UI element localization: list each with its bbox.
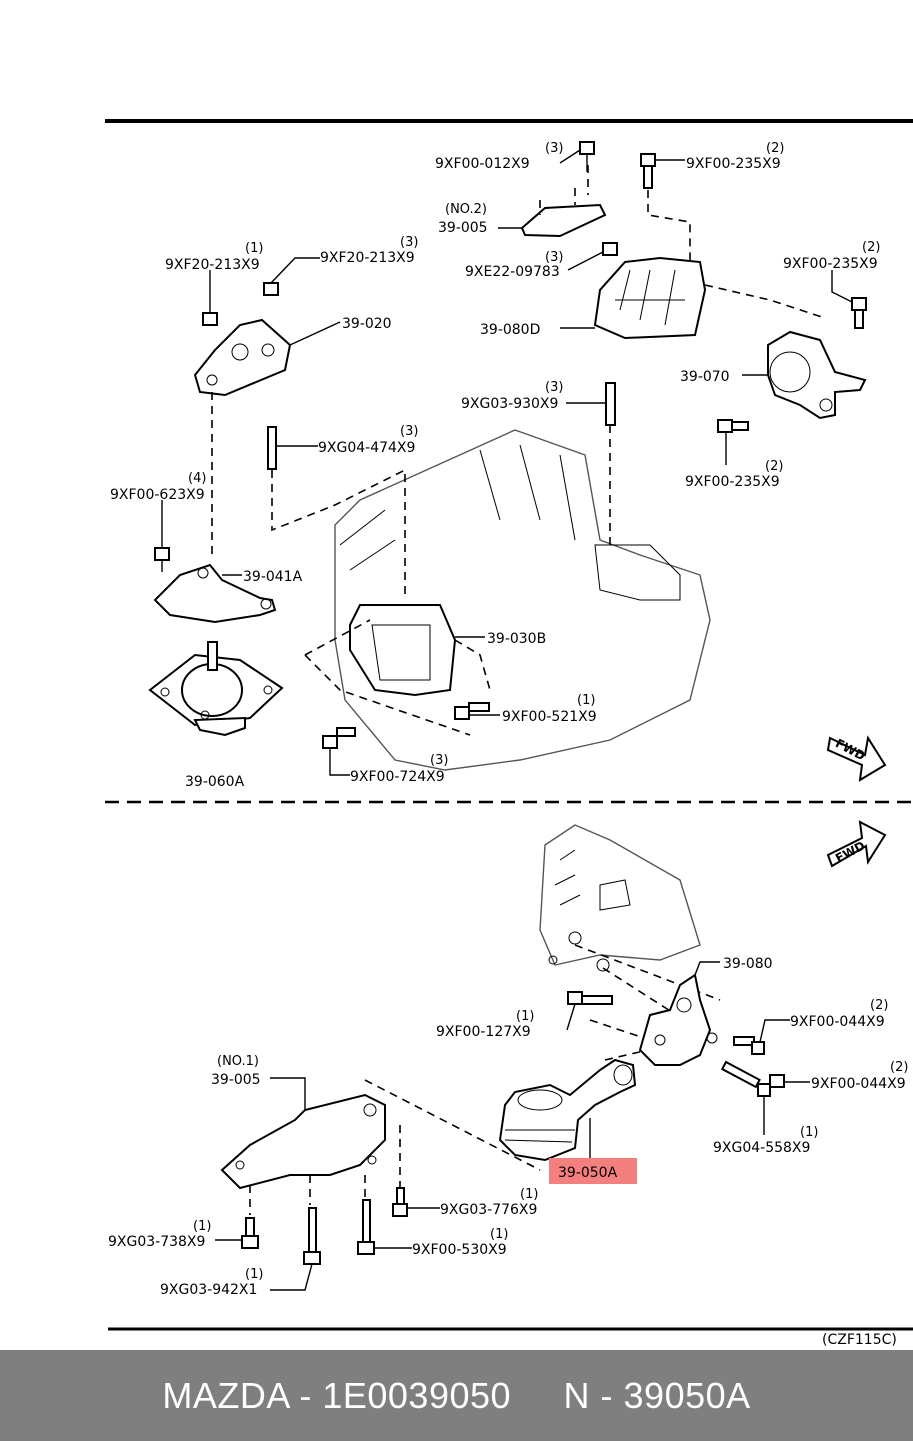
label-9xg04-558x9: 9XG04-558X9 <box>713 1140 810 1156</box>
qty-9xf20-213x9-a: (1) <box>245 241 263 256</box>
bolt-9xf00-530x9 <box>357 1199 412 1255</box>
label-9xf00-530x9: 9XF00-530X9 <box>412 1242 507 1258</box>
label-9xg04-474x9: 9XG04-474X9 <box>318 440 415 456</box>
note-39-005-no2: (NO.2) <box>445 202 487 217</box>
bolt-9xf00-521x9 <box>454 702 500 720</box>
qty-9xf00-724x9: (3) <box>430 753 448 768</box>
qty-9xf00-623x9: (4) <box>188 471 206 486</box>
label-39-070: 39-070 <box>680 369 730 385</box>
bolt-9xf00-235x9-a <box>640 153 691 262</box>
part-39-050a <box>498 1058 637 1162</box>
label-9xf20-213x9-a: 9XF20-213X9 <box>165 257 260 273</box>
label-39-080: 39-080 <box>723 956 773 972</box>
qty-9xf00-044x9-b: (2) <box>890 1060 908 1075</box>
label-9xf20-213x9-b: 9XF20-213X9 <box>320 250 415 266</box>
fwd-label-bottom: FWD <box>833 838 867 865</box>
bolt-9xg03-738x9 <box>215 1217 259 1249</box>
label-39-050a: 39-050A <box>558 1165 618 1181</box>
label-9xf00-235x9-a: 9XF00-235X9 <box>686 156 781 172</box>
qty-9xg03-738x9: (1) <box>193 1219 211 1234</box>
bolt-9xg03-776x9 <box>392 1187 440 1217</box>
qty-9xf00-235x9-c: (2) <box>765 459 783 474</box>
part-39-080d <box>560 256 826 340</box>
label-9xf00-235x9-c: 9XF00-235X9 <box>685 474 780 490</box>
part-39-070 <box>742 330 867 420</box>
label-9xf00-044x9-a: 9XF00-044X9 <box>790 1014 885 1030</box>
bolt-9xf00-724x9 <box>322 727 356 776</box>
label-9xg03-942x1: 9XG03-942X1 <box>160 1282 257 1298</box>
qty-9xf20-213x9-b: (3) <box>400 235 418 250</box>
qty-9xf00-521x9: (1) <box>577 693 595 708</box>
bolt-9xf20-213x9-a <box>202 270 218 326</box>
part-39-041a <box>153 563 277 624</box>
stud-9xg03-930x9 <box>566 382 616 545</box>
label-9xf00-521x9: 9XF00-521X9 <box>502 709 597 725</box>
label-9xf00-724x9: 9XF00-724X9 <box>350 769 445 785</box>
label-39-020: 39-020 <box>342 316 392 332</box>
label-9xf00-623x9: 9XF00-623X9 <box>110 487 205 503</box>
highlight-box <box>549 1158 637 1184</box>
nut-9xe22-09783 <box>567 242 618 271</box>
bolt-9xf00-623x9 <box>154 500 170 572</box>
label-9xf00-044x9-b: 9XF00-044X9 <box>811 1076 906 1092</box>
bolt-9xf00-012x9 <box>559 141 595 172</box>
note-39-005-no1: (NO.1) <box>217 1054 259 1069</box>
label-9xg03-930x9: 9XG03-930X9 <box>461 396 558 412</box>
bolt-9xg03-942x1 <box>270 1207 321 1291</box>
part-39-020 <box>193 318 341 397</box>
label-39-080d: 39-080D <box>480 322 540 338</box>
diagram-code: (CZF115C) <box>822 1332 897 1348</box>
label-9xg03-776x9: 9XG03-776X9 <box>440 1202 537 1218</box>
guide-dash-080 <box>574 944 721 1061</box>
label-39-060a: 39-060A <box>185 774 245 790</box>
qty-9xf00-235x9-b: (2) <box>862 240 880 255</box>
qty-9xg03-942x1: (1) <box>245 1267 263 1282</box>
label-39-030b: 39-030B <box>487 631 546 647</box>
bolt-9xg04-558x9 <box>720 1060 771 1135</box>
qty-9xf00-012x9: (3) <box>545 141 563 156</box>
part-39-060a <box>148 641 284 737</box>
bolt-9xf00-235x9-c <box>717 419 749 465</box>
qty-9xg04-474x9: (3) <box>400 424 418 439</box>
bolt-9xf00-127x9 <box>566 991 613 1031</box>
qty-9xg03-776x9: (1) <box>520 1187 538 1202</box>
fwd-arrow-top: FWD <box>826 735 887 782</box>
qty-9xf00-044x9-a: (2) <box>870 998 888 1013</box>
qty-9xg04-558x9: (1) <box>800 1125 818 1140</box>
bolt-9xf00-044x9-b <box>769 1074 810 1088</box>
guide-dash-020 <box>211 392 406 600</box>
qty-9xf00-530x9: (1) <box>490 1227 508 1242</box>
qty-9xe22-09783: (3) <box>545 250 563 265</box>
label-39-005-no1: 39-005 <box>211 1072 261 1088</box>
part-39-080 <box>638 961 720 1066</box>
part-39-005-no2 <box>498 165 607 238</box>
label-9xg03-738x9: 9XG03-738X9 <box>108 1234 205 1250</box>
footer-bar: MAZDA - 1E0039050 N - 39050A <box>0 1350 913 1441</box>
part-39-030b <box>304 604 491 736</box>
nut-9xf20-213x9-b <box>263 257 320 296</box>
label-9xf00-235x9-b: 9XF00-235X9 <box>783 256 878 272</box>
label-9xf00-012x9: 9XF00-012X9 <box>435 156 530 172</box>
label-9xf00-127x9: 9XF00-127X9 <box>436 1024 531 1040</box>
bolt-9xf00-044x9-a <box>733 1019 790 1055</box>
part-39-005-no1 <box>220 1077 541 1215</box>
label-39-005-no2: 39-005 <box>438 220 488 236</box>
qty-9xf00-235x9-a: (2) <box>766 141 784 156</box>
qty-9xg03-930x9: (3) <box>545 380 563 395</box>
fwd-arrow-bottom: FWD <box>826 820 887 868</box>
part-number-caption: MAZDA - 1E0039050 N - 39050A <box>162 1374 751 1416</box>
label-9xe22-09783: 9XE22-09783 <box>465 264 560 280</box>
transmission-case <box>539 824 701 972</box>
label-39-041a: 39-041A <box>243 569 303 585</box>
parts-diagram: FWD FWD <box>105 119 913 1348</box>
stud-9xg04-474x9 <box>267 426 318 470</box>
qty-9xf00-127x9: (1) <box>516 1009 534 1024</box>
bolt-9xf00-235x9-b <box>831 270 867 329</box>
